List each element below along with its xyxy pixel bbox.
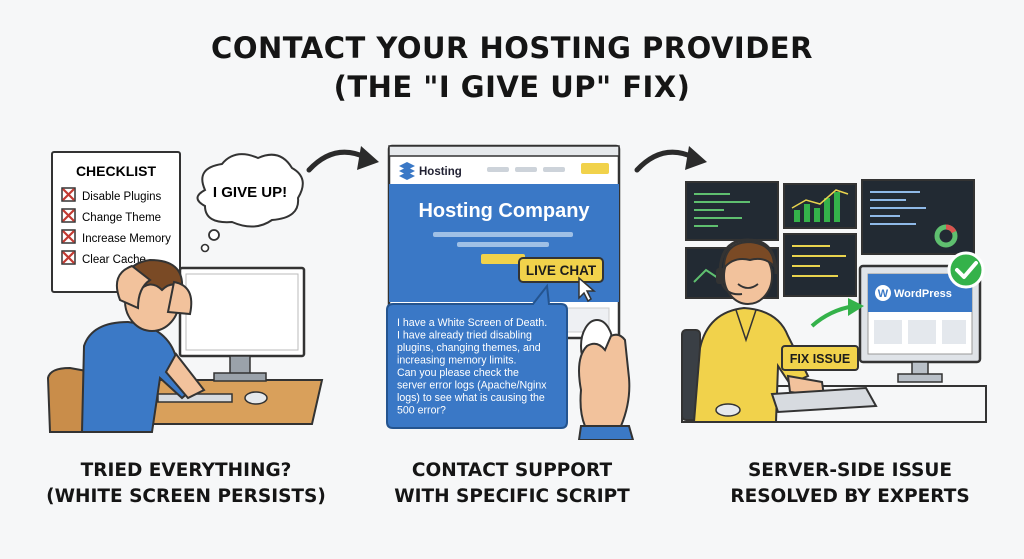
checklist-item: Disable Plugins — [61, 187, 162, 203]
message-line: plugins, changing themes, and — [397, 342, 541, 354]
mouse — [244, 391, 268, 405]
message-line: increasing memory limits. — [397, 355, 517, 367]
cursor-icon — [578, 276, 597, 303]
hand-on-mouse — [577, 319, 635, 440]
svg-text:FIX ISSUE: FIX ISSUE — [790, 352, 850, 366]
svg-text:Disable Plugins: Disable Plugins — [82, 191, 162, 203]
checklist-card: CHECKLIST Disable Plugins Change Theme I… — [51, 151, 181, 293]
cross-icon — [62, 209, 75, 222]
caption-panel3: SERVER-SIDE ISSUE RESOLVED BY EXPERTS — [730, 460, 970, 507]
mouse — [715, 403, 741, 417]
message-line: server error logs (Apache/Nginx — [397, 380, 547, 392]
svg-text:LIVE CHAT: LIVE CHAT — [526, 263, 597, 278]
checklist-item: Clear Cache — [61, 250, 146, 266]
svg-text:Increase Memory: Increase Memory — [82, 233, 171, 245]
page-title-line2: (THE "I GIVE UP" FIX) — [333, 70, 691, 104]
panel-resolved-by-experts: W WordPress FIX ISSUE — [681, 179, 987, 423]
cross-icon — [62, 230, 75, 243]
message-line: Can you please check the — [397, 367, 519, 379]
panel-contact-support: Hosting Hosting Company LIVE CHAT I have… — [386, 144, 635, 440]
site-logo-text: Hosting — [419, 166, 462, 178]
caption-panel2: CONTACT SUPPORT WITH SPECIFIC SCRIPT — [394, 460, 630, 507]
cross-icon — [62, 251, 75, 264]
message-line: 500 error? — [397, 405, 446, 417]
message-line: logs) to see what is causing the — [397, 392, 545, 404]
svg-text:Clear Cache: Clear Cache — [82, 254, 146, 266]
keyboard — [770, 386, 878, 414]
live-chat-button[interactable]: LIVE CHAT — [518, 257, 604, 283]
checklist-item: Change Theme — [61, 208, 161, 224]
thought-bubble: I GIVE UP! — [196, 153, 304, 253]
chat-message-bubble: I have a White Screen of Death. I have a… — [386, 283, 568, 429]
check-circle-icon — [947, 251, 985, 289]
fix-issue-badge: FIX ISSUE — [781, 345, 859, 371]
green-arrow-icon — [810, 304, 855, 328]
thought-text: I GIVE UP! — [213, 184, 287, 201]
frustrated-person — [80, 258, 206, 433]
arrow-right-icon — [634, 146, 707, 173]
panel-tried-everything: CHECKLIST Disable Plugins Change Theme I… — [46, 151, 324, 433]
message-line: I have a White Screen of Death. — [397, 317, 547, 329]
hero-title: Hosting Company — [418, 200, 590, 222]
svg-text:Change Theme: Change Theme — [82, 212, 161, 224]
message-line: I have already tried disabling — [397, 330, 532, 342]
arrow-right-icon — [306, 146, 379, 173]
support-agent — [692, 238, 826, 423]
wordpress-text: WordPress — [894, 288, 952, 300]
svg-text:W: W — [878, 288, 889, 300]
monitor — [178, 266, 306, 382]
hosting-logo-icon — [399, 162, 415, 180]
hero-cta-button[interactable] — [481, 254, 525, 264]
wordpress-logo-icon — [875, 285, 891, 301]
caption-panel1: TRIED EVERYTHING? (WHITE SCREEN PERSISTS… — [46, 460, 326, 507]
headset-icon — [718, 238, 778, 275]
checklist-title: CHECKLIST — [76, 163, 157, 179]
nav-signup-button[interactable] — [581, 163, 609, 174]
cross-icon — [62, 188, 75, 201]
checklist-item: Increase Memory — [61, 229, 171, 245]
page-title-line1: CONTACT YOUR HOSTING PROVIDER — [211, 31, 813, 65]
